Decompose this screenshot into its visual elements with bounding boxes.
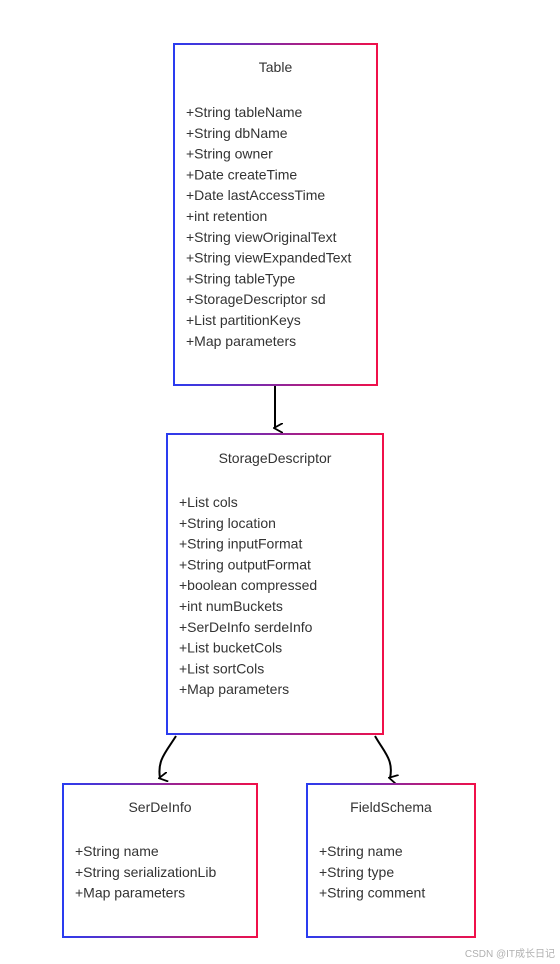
class-box-field-schema: FieldSchema +String name +String type +S… bbox=[306, 783, 476, 938]
attribute: +String name bbox=[75, 843, 159, 859]
class-title-storage-descriptor: StorageDescriptor bbox=[219, 450, 332, 466]
attribute: +String inputFormat bbox=[179, 536, 302, 552]
attribute: +List bucketCols bbox=[179, 640, 282, 656]
attribute: +Map parameters bbox=[179, 681, 289, 697]
attribute: +boolean compressed bbox=[179, 577, 317, 593]
class-title-field-schema: FieldSchema bbox=[350, 799, 432, 815]
class-title-table: Table bbox=[259, 59, 293, 75]
attribute: +String viewExpandedText bbox=[186, 250, 351, 266]
attribute: +String tableType bbox=[186, 270, 296, 286]
attribute: +Map parameters bbox=[186, 333, 296, 349]
attribute: +String type bbox=[319, 864, 394, 880]
watermark: CSDN @IT成长日记 bbox=[465, 948, 555, 960]
class-box-serde-info: SerDeInfo +String name +String serializa… bbox=[62, 783, 258, 938]
relation-storage-descriptor-serde-info bbox=[159, 735, 177, 778]
attribute: +String serializationLib bbox=[75, 864, 216, 880]
attribute: +String outputFormat bbox=[179, 556, 311, 572]
class-box-table: Table +String tableName +String dbName +… bbox=[173, 43, 378, 386]
attribute: +List cols bbox=[179, 494, 238, 510]
attribute: +String tableName bbox=[186, 104, 303, 120]
attribute: +Date createTime bbox=[186, 166, 297, 182]
attribute: +String dbName bbox=[186, 125, 288, 141]
attribute: +SerDeInfo serdeInfo bbox=[179, 619, 313, 635]
attribute: +String location bbox=[179, 515, 276, 531]
attribute: +int retention bbox=[186, 208, 267, 224]
attribute: +Date lastAccessTime bbox=[186, 187, 325, 203]
attribute: +List partitionKeys bbox=[186, 312, 301, 328]
attribute: +List sortCols bbox=[179, 660, 264, 676]
attribute: +StorageDescriptor sd bbox=[186, 291, 326, 307]
attribute: +String name bbox=[319, 843, 403, 859]
attribute: +String viewOriginalText bbox=[186, 229, 337, 245]
attribute: +String comment bbox=[319, 885, 425, 901]
attribute: +int numBuckets bbox=[179, 598, 283, 614]
attribute: +Map parameters bbox=[75, 885, 185, 901]
relation-storage-descriptor-field-schema bbox=[374, 735, 391, 778]
class-box-storage-descriptor: StorageDescriptor +List cols +String loc… bbox=[166, 433, 384, 735]
attribute: +String owner bbox=[186, 146, 273, 162]
class-title-serde-info: SerDeInfo bbox=[128, 799, 191, 815]
